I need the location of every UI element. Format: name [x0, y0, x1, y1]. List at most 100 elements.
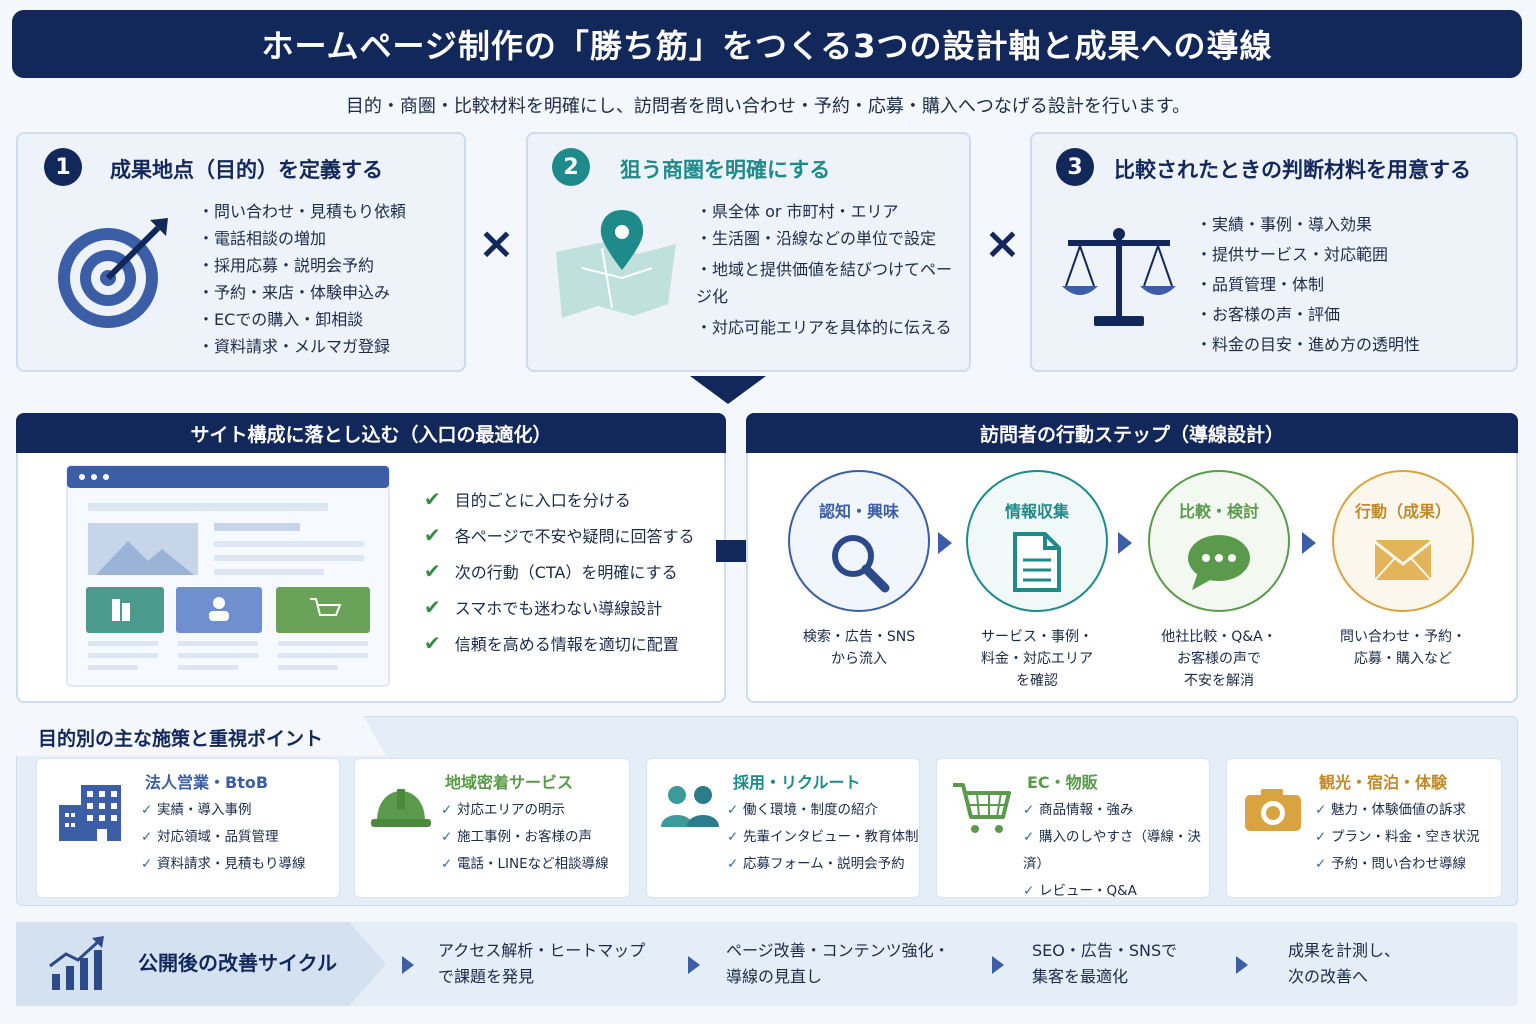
chat-icon	[1188, 535, 1250, 590]
list-item: 資料請求・見積もり導線	[141, 851, 306, 878]
targets-heading: 目的別の主な施策と重視ポイント	[38, 728, 324, 750]
arrow-icon	[1118, 532, 1132, 554]
step-desc: 検索・広告・SNS から流入	[802, 629, 916, 667]
step-compare: 比較・検討	[1148, 470, 1290, 612]
list-item: 対応領域・品質管理	[141, 824, 306, 851]
list-item: 採用応募・説明会予約	[198, 252, 406, 279]
cycle-tab	[16, 922, 386, 1006]
mail-icon	[1374, 540, 1432, 581]
list-item: 生活圏・沿線などの単位で設定	[696, 225, 961, 252]
check-label: 信頼を高める情報を適切に配置	[454, 635, 679, 654]
arrow-icon	[1236, 956, 1248, 974]
check-label: 目的ごとに入口を分ける	[454, 491, 631, 510]
target-card-recruit: 採用・リクルート 働く環境・制度の紹介 先輩インタビュー・教育体制 応募フォーム…	[646, 758, 920, 898]
step-action: 行動（成果）	[1332, 470, 1474, 612]
step-name: 情報収集	[1004, 502, 1069, 521]
list-item: 働く環境・制度の紹介	[727, 797, 919, 824]
pillar-title: 狙う商圏を明確にする	[620, 158, 831, 182]
pillar-number: 1	[44, 148, 82, 186]
document-icon	[1013, 532, 1061, 592]
list-item: 実績・導入事例	[141, 797, 306, 824]
list-item: ECでの購入・卸相談	[198, 306, 406, 333]
list-item: お客様の声・評価	[1196, 300, 1420, 330]
target-card-btob: 法人営業・BtoB 実績・導入事例 対応領域・品質管理 資料請求・見積もり導線	[36, 758, 340, 898]
check-item: ✔ 信頼を高める情報を適切に配置	[424, 625, 694, 661]
list-item: 対応可能エリアを具体的に伝える	[696, 314, 961, 341]
cycle-step: SEO・広告・SNSで 集客を最適化	[1032, 941, 1178, 986]
list-item: 料金の目安・進め方の透明性	[1196, 330, 1420, 360]
pillar-list: 問い合わせ・見積もり依頼 電話相談の増加 採用応募・説明会予約 予約・来店・体験…	[198, 198, 406, 360]
pillar-card-3: 3 比較されたときの判断材料を用意する 実績・事例・導入効果 提供サービス・対応…	[1030, 132, 1518, 372]
step-name: 比較・検討	[1178, 502, 1259, 521]
list-item: 購入のしやすさ（導線・決済）	[1023, 824, 1209, 878]
growth-chart-icon	[49, 936, 104, 990]
target-card-tourism: 観光・宿泊・体験 魅力・体験価値の訴求 プラン・料金・空き状況 予約・問い合わせ…	[1226, 758, 1502, 898]
target-card-ec: EC・物販 商品情報・強み 購入のしやすさ（導線・決済） レビュー・Q&A	[936, 758, 1210, 899]
arrow-icon	[1302, 532, 1316, 554]
check-icon: ✔	[424, 595, 441, 619]
pillar-list: 県全体 or 市町村・エリア 生活圏・沿線などの単位で設定 地域と提供価値を結び…	[696, 198, 961, 341]
list-item: 応募フォーム・説明会予約	[727, 851, 919, 878]
times-icon: ×	[984, 218, 1021, 269]
pillar-title: 比較されたときの判断材料を用意する	[1114, 158, 1471, 182]
list-item: 先輩インタビュー・教育体制	[727, 824, 919, 851]
helmet-icon	[371, 789, 431, 827]
arrow-icon	[938, 532, 952, 554]
list-item: レビュー・Q&A	[1023, 878, 1209, 905]
cart-icon	[953, 783, 1011, 833]
times-icon: ×	[478, 218, 515, 269]
list-item: 問い合わせ・見積もり依頼	[198, 198, 406, 225]
step-name: 認知・興味	[818, 502, 899, 521]
check-icon: ✔	[424, 523, 441, 547]
check-item: ✔ スマホでも迷わない導線設計	[424, 589, 694, 625]
targets-tab	[16, 716, 386, 756]
check-item: ✔目的ごとに入口を分ける	[424, 481, 694, 517]
scale-icon	[1062, 228, 1176, 326]
arrow-icon	[992, 956, 1004, 974]
list-item: 県全体 or 市町村・エリア	[696, 198, 961, 225]
list-item: 電話相談の増加	[198, 225, 406, 252]
website-wireframe-icon	[66, 465, 390, 687]
list-item: 品質管理・体制	[1196, 270, 1420, 300]
camera-icon	[1245, 789, 1301, 831]
check-item: ✔次の行動（CTA）を明確にする	[424, 553, 694, 589]
list-item: 実績・事例・導入効果	[1196, 210, 1420, 240]
check-label: スマホでも迷わない導線設計	[454, 599, 663, 618]
list-item: 対応エリアの明示	[441, 797, 609, 824]
page-title: ホームページ制作の「勝ち筋」をつくる3つの設計軸と成果への導線	[12, 10, 1522, 78]
cycle-heading: 公開後の改善サイクル	[138, 951, 337, 975]
step-awareness: 認知・興味	[788, 470, 930, 612]
target-name: 法人営業・BtoB	[145, 773, 269, 792]
list-item: 予約・問い合わせ導線	[1315, 851, 1480, 878]
target-card-local: 地域密着サービス 対応エリアの明示 施工事例・お客様の声 電話・LINEなど相談…	[354, 758, 630, 898]
pillar-card-1: 1 成果地点（目的）を定義する 問い合わせ・見積もり依頼 電話相談の増加 採用応…	[16, 132, 466, 372]
target-list: 実績・導入事例 対応領域・品質管理 資料請求・見積もり導線	[141, 797, 306, 878]
arrow-icon	[688, 956, 700, 974]
flow-section-heading: 訪問者の行動ステップ（導線設計）	[746, 413, 1518, 453]
step-desc: 他社比較・Q&A・ お客様の声で 不安を解消	[1161, 629, 1277, 689]
list-item: 地域と提供価値を結びつけてページ化	[696, 256, 961, 310]
target-icon	[58, 218, 168, 328]
cycle-step: 成果を計測し、 次の改善へ	[1288, 941, 1401, 986]
map-pin-icon	[556, 210, 676, 318]
site-section-heading: サイト構成に落とし込む（入口の最適化）	[16, 413, 726, 453]
site-checklist: ✔目的ごとに入口を分ける ✔各ページで不安や疑問に回答する ✔次の行動（CTA）…	[424, 481, 694, 661]
list-item: 魅力・体験価値の訴求	[1315, 797, 1480, 824]
target-list: 商品情報・強み 購入のしやすさ（導線・決済） レビュー・Q&A	[1023, 797, 1209, 905]
page-subtitle: 目的・商圏・比較材料を明確にし、訪問者を問い合わせ・予約・応募・購入へつなげる設…	[345, 96, 1191, 117]
building-icon	[59, 785, 121, 841]
target-name: EC・物販	[1027, 773, 1098, 792]
check-label: 次の行動（CTA）を明確にする	[454, 563, 678, 582]
check-icon: ✔	[424, 631, 441, 655]
step-desc: 問い合わせ・予約・ 応募・購入など	[1340, 629, 1466, 667]
check-label: 各ページで不安や疑問に回答する	[454, 527, 695, 546]
people-icon	[661, 786, 719, 827]
list-item: 資料請求・メルマガ登録	[198, 333, 406, 360]
target-list: 対応エリアの明示 施工事例・お客様の声 電話・LINEなど相談導線	[441, 797, 609, 878]
pillar-title: 成果地点（目的）を定義する	[110, 158, 383, 182]
pillar-number: 3	[1056, 148, 1094, 186]
list-item: 電話・LINEなど相談導線	[441, 851, 609, 878]
down-arrow-icon	[690, 376, 766, 404]
pillar-list: 実績・事例・導入効果 提供サービス・対応範囲 品質管理・体制 お客様の声・評価 …	[1196, 210, 1420, 360]
target-name: 観光・宿泊・体験	[1319, 773, 1448, 792]
